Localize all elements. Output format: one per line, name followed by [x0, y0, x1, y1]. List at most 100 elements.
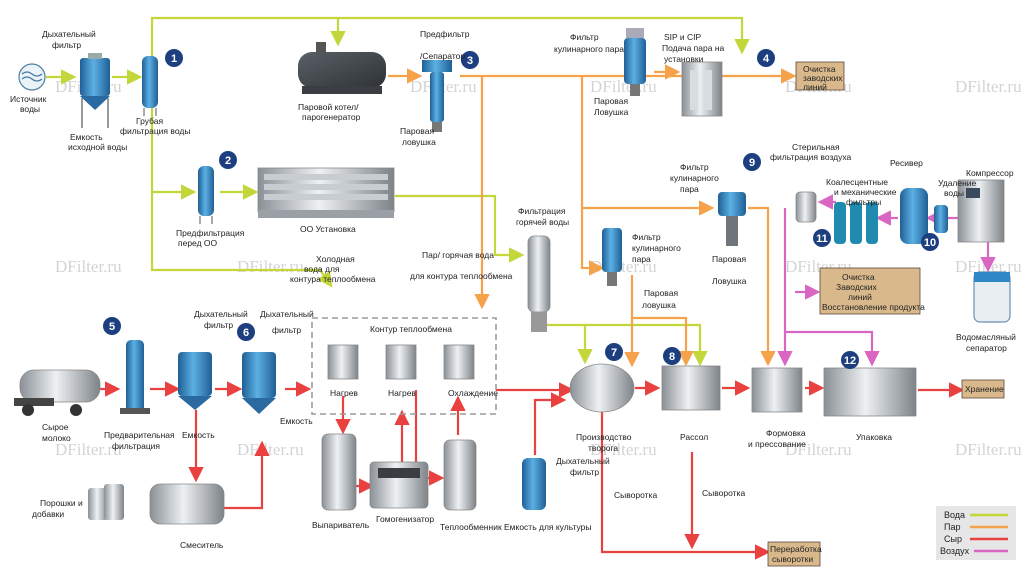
box-whey-processing: Переработка сыворотки [767, 541, 822, 567]
prelim-filter [120, 340, 150, 414]
label-breathing-filter: Дыхательный [556, 456, 610, 466]
sip-cip-unit [681, 61, 723, 117]
curd-production-unit [569, 363, 635, 413]
tank-a [178, 352, 212, 410]
label-packaging: Упаковка [856, 432, 892, 442]
watermark-text: DFilter.ru [237, 440, 304, 459]
badge-number: 8 [669, 351, 675, 363]
label-breathing-filter: фильтр [570, 467, 599, 477]
label-cold-water: Холодная [316, 254, 355, 264]
label-hot-water-filter: Фильтрация [518, 206, 566, 216]
badge-number: 9 [749, 157, 755, 169]
watermark-text: DFilter.ru [785, 440, 852, 459]
water-line [150, 16, 750, 62]
coalescent-filters [834, 202, 878, 244]
water-line [395, 194, 525, 263]
label-prelim-filtration: фильтрация [112, 441, 160, 451]
label-culinary-filter: Фильтр [632, 232, 661, 242]
label-source-tank: исходной воды [68, 142, 127, 152]
cheese-line [224, 440, 270, 510]
label-culinary-filter: пара [680, 184, 699, 194]
prefilter-ro [198, 166, 214, 224]
mixer [149, 483, 225, 525]
prefilter-separator [422, 60, 452, 132]
label-forming: и прессование [748, 439, 806, 449]
steam-boiler [298, 42, 386, 94]
label-tank: Емкость [280, 416, 313, 426]
label-oil-water-separator: сепаратор [966, 343, 1007, 353]
label-mixer: Смеситель [180, 540, 224, 550]
ro-unit [257, 167, 395, 218]
watermark-text: DFilter.ru [590, 77, 657, 96]
label-whey: Сыворотка [702, 488, 745, 498]
label-breathing-filter: Дыхательный [42, 29, 96, 39]
label-brine: Рассол [680, 432, 708, 442]
label-hot-water-steam: Пар/ горячая вода [422, 250, 494, 260]
label-heating: Нагрев [388, 388, 416, 398]
heat-exchanger-tall [443, 439, 477, 511]
label-water-source: Источник [10, 94, 47, 104]
badge-number: 6 [243, 327, 249, 339]
label-coalescent: Коалесцентные [826, 177, 888, 187]
label-heat-loop: Контур теплообмена [370, 324, 452, 334]
badge-number: 12 [844, 355, 856, 367]
label-culture-tank: Емкость для культуры [504, 522, 591, 532]
label-coarse-filter: Грубая [136, 116, 164, 126]
label-breathing-filter: Дыхательный [194, 309, 248, 319]
label-culinary-filter: кулинарного пара [554, 44, 624, 54]
label-water-source: воды [20, 104, 40, 114]
label-steam-boiler: парогенератор [302, 112, 361, 122]
badge-number: 1 [171, 53, 177, 65]
label-steam-trap: Ловушка [594, 107, 629, 117]
box-text: Очистка [803, 64, 836, 74]
label-evaporator: Выпариватель [312, 520, 370, 530]
label-raw-milk: Сырое [42, 422, 69, 432]
label-culinary-filter: кулинарного [670, 173, 719, 183]
milk-truck [14, 369, 101, 416]
culinary-filter-top [624, 28, 646, 96]
steam-line [632, 316, 694, 367]
label-sip-cip: установки [664, 54, 704, 64]
watermark-text: DFilter.ru [955, 440, 1022, 459]
label-culinary-filter: Фильтр [680, 162, 709, 172]
label-prelim-filtration: Предварительная [104, 430, 175, 440]
brine-unit [661, 365, 721, 411]
label-prefilter-separator: Предфильтр [420, 29, 470, 39]
label-forming: Формовка [766, 428, 806, 438]
labels: Источник воды Дыхательный фильтр Емкость… [10, 29, 1016, 550]
label-heating: Нагрев [330, 388, 358, 398]
steam-line [580, 76, 605, 276]
label-curd-production: Производство [576, 432, 632, 442]
air-line [785, 330, 880, 367]
label-steam-trap: Паровая [712, 254, 746, 264]
box-storage: Хранение [961, 379, 1005, 399]
label-breathing-filter: фильтр [272, 325, 301, 335]
legend-label: Сыр [944, 534, 962, 544]
label-breathing-filter: фильтр [52, 40, 81, 50]
label-sip-cip: SIP и CIP [664, 32, 702, 42]
label-ro-unit: ОО Установка [300, 224, 356, 234]
badge-number: 3 [467, 55, 473, 67]
label-culinary-filter: Фильтр [570, 32, 599, 42]
box-text: Переработка [770, 544, 822, 554]
label-culinary-filter: пара [632, 254, 651, 264]
label-powders: Порошки и [40, 498, 83, 508]
legend: Вода Пар Сыр Воздух [936, 506, 1016, 560]
legend-label: Пар [944, 522, 960, 532]
label-coarse-filter: фильтрация воды [120, 126, 190, 136]
heat-loop-box [311, 317, 497, 415]
water-line [150, 92, 197, 200]
label-water-removal: Удаление [938, 178, 977, 188]
homogenizer [369, 461, 429, 509]
label-homogenizer: Гомогенизатор [376, 514, 434, 524]
badge-number: 5 [109, 321, 115, 333]
label-steam-trap: ловушка [642, 300, 676, 310]
packaging-line [823, 367, 917, 417]
label-compressor: Компрессор [966, 168, 1014, 178]
label-culinary-filter: кулинарного [632, 243, 681, 253]
label-prefilter-ro: Предфильтрация [176, 228, 245, 238]
culinary-filter-right [718, 192, 746, 246]
powders-containers [88, 484, 124, 520]
box-text: заводских [803, 73, 843, 83]
